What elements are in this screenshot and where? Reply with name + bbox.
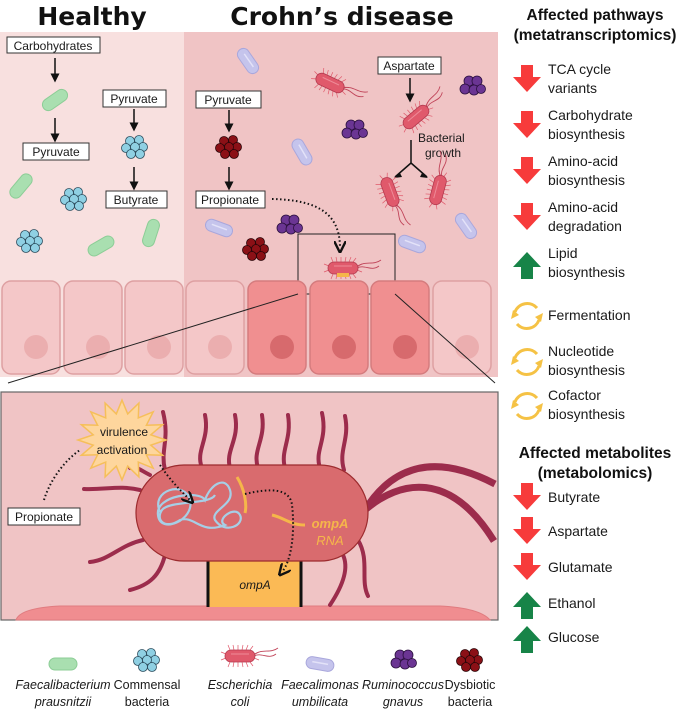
- legend-faecalimonas-icon: [304, 654, 336, 674]
- pyruvate-box-left: Pyruvate: [32, 145, 80, 159]
- metabolites-panel: Affected metabolites (metabolomics): [505, 444, 685, 484]
- epithelial-cells: [1, 280, 492, 375]
- pathway-item: Lipid biosynthesis: [505, 244, 685, 284]
- legend-commensal-icon: [133, 648, 160, 672]
- cell-nucleus: [455, 335, 479, 359]
- cell-nucleus: [208, 335, 232, 359]
- legend-dysbiotic-icon: [456, 648, 483, 672]
- carbohydrates-box: Carbohydrates: [14, 39, 93, 53]
- metabolite-item: Aspartate: [505, 512, 685, 552]
- dna-strand: [156, 481, 242, 529]
- metabolite-item: Butyrate: [505, 478, 685, 518]
- legend-faecalibacterium-icon: [48, 657, 78, 671]
- epithelial-cell: [370, 280, 430, 375]
- healthy-pathway: Carbohydrates Pyruvate Pyruvate Butyrate: [6, 36, 168, 259]
- metabolite-item: Ethanol: [505, 584, 685, 624]
- pathway-label: Amino-acid degradation: [548, 199, 622, 234]
- cell-nucleus: [86, 335, 110, 359]
- pathways-heading: Affected pathways (metatranscriptomics): [513, 7, 677, 44]
- pathway-item: Cofactor biosynthesis: [505, 386, 685, 426]
- pathway-item: Amino-acid biosynthesis: [505, 152, 685, 192]
- pyruvate-box-right: Pyruvate: [110, 92, 158, 106]
- legend-ecoli-icon: [220, 644, 279, 668]
- aspartate-box: Aspartate: [383, 59, 435, 73]
- epithelial-cell: [1, 280, 61, 375]
- propionate-box-zoom: Propionate: [15, 510, 73, 524]
- epithelial-cell: [309, 280, 369, 375]
- cell-nucleus: [332, 335, 356, 359]
- crohns-title: Crohn’s disease: [230, 2, 454, 31]
- pathway-label: Amino-acid biosynthesis: [548, 153, 626, 188]
- epithelial-cell: [247, 280, 307, 375]
- virulence-burst: [75, 398, 169, 482]
- pathway-item: TCA cycle variants: [505, 60, 685, 100]
- pathway-item: Fermentation: [505, 296, 685, 336]
- pathway-item: Nucleotide biosynthesis: [505, 342, 685, 382]
- metabolite-label: Glutamate: [548, 559, 613, 575]
- legend-ruminococcus-icon: [390, 649, 417, 670]
- metabolite-label: Aspartate: [548, 523, 608, 539]
- propionate-box-crohns: Propionate: [201, 193, 259, 207]
- pathways-panel: Affected pathways (metatranscriptomics): [505, 6, 685, 46]
- pathway-label: Lipid biosynthesis: [548, 245, 626, 280]
- metabolite-label: Glucose: [548, 629, 600, 645]
- metabolite-label: Butyrate: [548, 489, 601, 505]
- butyrate-box: Butyrate: [114, 193, 159, 207]
- pathway-label: Nucleotide biosynthesis: [548, 343, 626, 378]
- cell-nucleus: [147, 335, 171, 359]
- ompa-protein-label: ompA: [239, 578, 270, 592]
- cell-nucleus: [270, 335, 294, 359]
- metabolite-item: Glutamate: [505, 548, 685, 588]
- pathway-label: Cofactor biosynthesis: [548, 387, 626, 422]
- metabolites-heading: Affected metabolites (metabolomics): [518, 445, 672, 482]
- pathway-item: Carbohydrate biosynthesis: [505, 106, 685, 146]
- healthy-title: Healthy: [37, 2, 146, 31]
- epithelial-cell: [432, 280, 492, 375]
- cell-nucleus: [24, 335, 48, 359]
- cell-nucleus: [393, 335, 417, 359]
- pyruvate-box-crohns: Pyruvate: [204, 93, 252, 107]
- pathway-item: Amino-acid degradation: [505, 198, 685, 238]
- epithelial-cell: [63, 280, 123, 375]
- metabolite-item: Glucose: [505, 618, 685, 658]
- epithelial-cell: [185, 280, 245, 375]
- pathway-label: Fermentation: [548, 307, 631, 323]
- metabolite-label: Ethanol: [548, 595, 596, 611]
- ecoli-cell-body: [135, 464, 369, 562]
- pathway-label: TCA cycle variants: [548, 61, 612, 96]
- epithelial-cell: [124, 280, 184, 375]
- pathway-label: Carbohydrate biosynthesis: [548, 107, 633, 142]
